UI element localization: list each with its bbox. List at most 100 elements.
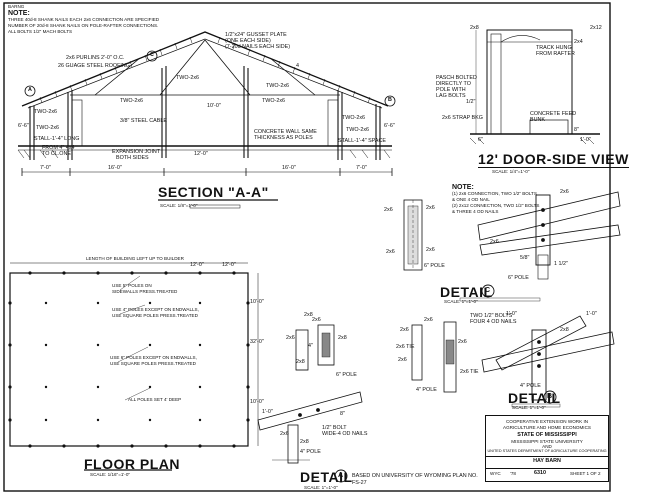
scale-bar <box>189 204 241 209</box>
note-line: NUMBER OF 20d-8 SHANK NAILS ON POLE-RAFT… <box>8 23 159 28</box>
detail-b-label: 1'-0" <box>506 311 517 317</box>
based-on: BASED ON UNIVERSITY OF WYOMING PLAN NO. <box>352 473 478 479</box>
dim-side-right: 6'-6" <box>384 123 395 129</box>
detail-a-label: 1'-0" <box>262 409 273 415</box>
section-circle-c <box>146 50 158 62</box>
section-circle-a <box>24 85 36 97</box>
based-on-plan: FS-27 <box>352 480 367 486</box>
dim-mid-left: 16'-0" <box>108 165 122 171</box>
door-dim: 6" <box>478 137 483 143</box>
section-label-expansion: EXPANSION JOINT <box>112 149 161 155</box>
roof-line-outer <box>21 31 389 107</box>
dim-inner: 12'-0" <box>194 151 208 157</box>
detail-c-scale: SCALE: 1"=1'-0" <box>444 299 478 304</box>
detail-b-label: 4" POLE <box>520 383 541 389</box>
door-label: FROM RAFTER <box>536 51 575 57</box>
detail-a-circle <box>334 469 348 483</box>
door-dim: 2x4 <box>574 39 583 45</box>
detail-b-label: 2x6 <box>400 327 409 333</box>
detail-c-note: & THREE 4 OD NAILS <box>452 209 499 214</box>
floor-dim: 10'-0" <box>250 299 264 305</box>
ground-hatch <box>17 149 391 159</box>
door-dim: 2x12 <box>590 25 602 31</box>
section-label: TWO-2x6 <box>262 98 286 104</box>
detail-a-label: 2x6 <box>286 335 295 341</box>
dim-side-left: 6'-6" <box>18 123 29 129</box>
title-block-year: '78 <box>510 471 516 476</box>
detail-b-circle <box>543 390 557 404</box>
detail-b-label: 2x6 <box>424 317 433 323</box>
floor-plan <box>8 262 259 448</box>
door-label: DIRECTLY TO <box>436 81 471 87</box>
door-label: CONCRETE FEED <box>530 111 577 117</box>
detail-b-label: 4" POLE <box>416 387 437 393</box>
detail-c-label: 2x6 <box>426 205 435 211</box>
door-side-view <box>469 29 600 145</box>
note-line: THREE 40d-8 SHANK NAILS EACH 2x6 CONNECT… <box>8 17 160 22</box>
door-dim: 8" <box>574 127 579 133</box>
section-label-stall: STALL-1'-4" SPACE <box>338 138 386 144</box>
detail-a-label: 8" <box>340 411 345 417</box>
detail-b-label: 2x6 TIE <box>396 344 415 350</box>
detail-c-label: 2x6 <box>490 239 499 245</box>
detail-a-label: WIDE-4 OD NAILS <box>322 431 368 437</box>
detail-c <box>403 191 621 302</box>
section-label-stall: STALL-1'-4" LONG <box>34 136 80 142</box>
section-scale: SCALE: 1/8"=1'-0" <box>160 203 198 208</box>
title-block-project: HAY BARN <box>533 458 561 464</box>
detail-c-label: 1 1/2" <box>554 261 568 267</box>
floor-dim: 12'-0" <box>190 262 204 268</box>
section-label: TWO-2x6 <box>36 125 60 131</box>
detail-c-label: 2x6 <box>386 249 395 255</box>
floor-dim: 12'-0" <box>222 262 236 268</box>
detail-c-label: 6" POLE <box>424 263 445 269</box>
detail-c-title: DETAIL <box>440 284 493 300</box>
note-line: ALL BOLTS 1/2" MACH BOLTS <box>8 29 73 34</box>
floor-plan-title: FLOOR PLAN <box>84 456 180 472</box>
floor-note: USE 4" POLES EXCEPT ON ENDWALLS, <box>112 307 199 312</box>
section-label-cable: 3/8" STEEL CABLE <box>120 118 167 124</box>
detail-a <box>257 324 363 483</box>
section-label-concrete: CONCRETE WALL SAME <box>254 129 317 135</box>
roof-pitch: 4 <box>296 63 299 69</box>
floor-note: SIDEWALLS PRESS.TREATED <box>112 289 178 294</box>
detail-a-label: 1/2" BOLT <box>322 425 347 431</box>
floor-plan-leaders <box>117 275 151 401</box>
dim-right: 7'-0" <box>356 165 367 171</box>
section-label-gusset: 1/2"x24" GUSSET PLATE <box>225 32 287 38</box>
title-block-state: STATE OF MISSISSIPPI <box>517 432 577 438</box>
floor-plan-outline <box>9 272 249 447</box>
detail-c-label: 2x6 <box>560 189 569 195</box>
detail-c-label: 5/8" <box>520 255 530 261</box>
title-block-line: AND <box>542 444 552 449</box>
dim-height: 10'-0" <box>207 103 221 109</box>
section-label: TWO-2x6 <box>342 115 366 121</box>
detail-b-label: 1'-0" <box>586 311 597 317</box>
section-label-purlins: 2x6 PURLINS 2'-0" O.C. <box>66 55 125 61</box>
section-label-gusset: (7-20d NAILS EACH SIDE) <box>225 44 291 50</box>
detail-a-label: 2x6 <box>312 317 321 323</box>
section-label-expansion: BOTH SIDES <box>116 155 149 161</box>
section-label: TWO-2x6 <box>120 98 144 104</box>
door-label: 2x6 STRAP BKG <box>442 115 483 121</box>
title-block-line: UNITED STATES DEPARTMENT OF AGRICULTURE … <box>487 449 607 453</box>
door-label: POLE WITH <box>436 87 466 93</box>
floor-length-label: LENGTH OF BUILDING LEFT UP TO BUILDER <box>86 256 184 261</box>
floor-note: USE SQUARE POLES PRESS.TREATED <box>112 313 198 318</box>
detail-a-label: 2x8 <box>296 359 305 365</box>
top-label: BARNG <box>8 4 25 9</box>
door-view-scale: SCALE: 1/4"=1'-0" <box>492 169 530 174</box>
floor-note: ALL POLES SET 4' DEEP <box>128 397 182 402</box>
detail-a-label: 2x8 <box>300 439 309 445</box>
detail-c-note-heading: NOTE: <box>452 184 474 191</box>
section-label-concrete: THICKNESS AS POLES <box>254 135 313 141</box>
title-block-line: MISSISSIPPI STATE UNIVERSITY <box>511 439 583 444</box>
detail-c-note: (1) 2x6 CONNECTION, TWO 1/2" BOLTS <box>452 191 537 196</box>
door-label: PASCH BOLTED <box>436 75 477 81</box>
detail-c-label: 6" POLE <box>508 275 529 281</box>
floor-dim: 32'-0" <box>250 339 264 345</box>
title-block-line: COOPERATIVE EXTENSION WORK IN <box>505 419 589 424</box>
section-label-gusset: (ONE EACH SIDE) <box>225 38 271 44</box>
floor-plan-scale: SCALE: 1/16"=1'-0" <box>90 472 131 477</box>
